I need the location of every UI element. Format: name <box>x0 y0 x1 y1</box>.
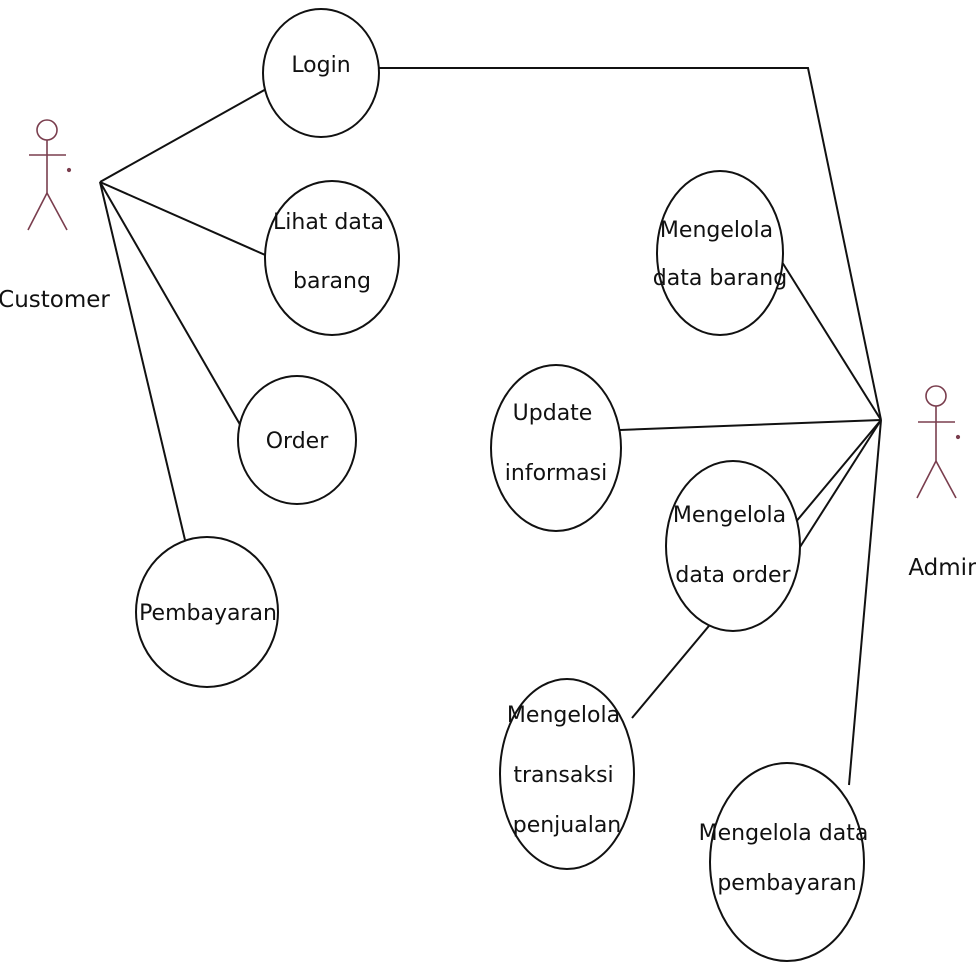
actor-admin: Admin <box>908 385 976 581</box>
svg-text:Login: Login <box>291 53 350 78</box>
use-case-update-informasi-line-2: informasi <box>505 461 607 486</box>
use-case-login-line-1: Login <box>291 53 350 78</box>
stick-figure-icon <box>916 385 961 499</box>
association-admin-mengelola-data-barang <box>781 261 882 421</box>
association-customer-lihat-data-barang <box>99 181 273 259</box>
use-case-mengelola-transaksi-penjualan-line-1: Mengelola <box>507 703 620 728</box>
use-case-lihat-data-barang: Lihat data barang <box>264 180 400 336</box>
use-case-update-informasi: Update informasi <box>490 364 622 532</box>
association-admin-mengelola-data-pembayaran <box>848 419 882 786</box>
use-case-mengelola-data-order: Mengelola data order <box>665 460 801 632</box>
use-case-mengelola-data-pembayaran-line-1: Mengelola data <box>699 821 869 846</box>
svg-text:Mengelola data barang: Mengelola data barang <box>653 218 787 291</box>
association-customer-pembayaran <box>99 181 186 541</box>
actor-customer: Customer <box>0 119 110 313</box>
use-case-mengelola-data-order-line-1: Mengelola <box>673 503 786 528</box>
use-case-mengelola-data-barang-line-2: data barang <box>653 266 787 291</box>
use-case-mengelola-data-barang: Mengelola data barang <box>653 170 787 336</box>
use-case-mengelola-data-order-line-2: data order <box>675 563 791 588</box>
use-case-mengelola-transaksi-penjualan: Mengelola transaksi penjualan <box>499 678 635 870</box>
association-admin-login <box>378 67 882 421</box>
use-case-order-line-1: Order <box>266 429 329 454</box>
association-customer-order <box>99 181 243 429</box>
svg-text:Lihat data barang: Lihat data barang <box>273 210 391 294</box>
svg-text:Mengelola data pembaya: Mengelola data pembayaran <box>699 821 876 896</box>
use-case-mengelola-transaksi-penjualan-line-3: penjualan <box>513 813 622 838</box>
use-case-login: Login <box>262 8 380 138</box>
use-case-mengelola-transaksi-penjualan-line-2: transaksi <box>513 763 613 788</box>
use-case-pembayaran-line-1: Pembayaran <box>139 601 277 626</box>
use-case-mengelola-data-pembayaran-line-2: pembayaran <box>717 871 856 896</box>
actor-label-customer: Customer <box>0 287 110 313</box>
use-case-mengelola-data-barang-line-1: Mengelola <box>660 218 773 243</box>
use-case-mengelola-data-pembayaran: Mengelola data pembayaran <box>699 762 876 962</box>
association-admin-update-informasi <box>619 419 882 431</box>
svg-text:Update informasi: Update informasi <box>505 401 607 486</box>
svg-text:Mengelola data order: Mengelola data order <box>673 503 793 588</box>
use-case-update-informasi-line-1: Update <box>513 401 593 426</box>
use-case-lihat-data-barang-line-2: barang <box>293 269 371 294</box>
use-case-pembayaran: Pembayaran <box>135 536 279 688</box>
use-case-lihat-data-barang-line-1: Lihat data <box>273 210 384 235</box>
svg-text:Mengelola transaksi: Mengelola transaksi penjualan <box>507 703 627 838</box>
stick-figure-icon <box>27 119 72 231</box>
association-admin-mengelola-data-order <box>799 419 882 548</box>
actor-label-admin: Admin <box>908 555 976 581</box>
svg-text:Pembayaran: Pembayaran <box>139 601 277 626</box>
use-case-order: Order <box>237 375 357 505</box>
association-customer-login <box>99 87 269 183</box>
svg-text:Order: Order <box>266 429 329 454</box>
